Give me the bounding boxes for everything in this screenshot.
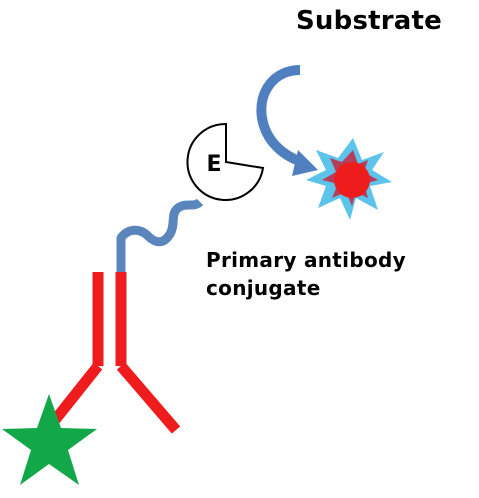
product-burst-icon bbox=[306, 138, 392, 220]
conjugate-label-line2: conjugate bbox=[206, 276, 321, 300]
substrate-label: Substrate bbox=[296, 6, 442, 36]
antigen-star-icon bbox=[2, 394, 97, 485]
reaction-arrow-icon bbox=[256, 65, 318, 176]
conjugate-label-line1: Primary antibody bbox=[206, 248, 406, 272]
antibody-icon bbox=[50, 272, 181, 434]
enzyme-pacman-icon: E bbox=[186, 122, 265, 201]
linker-chain bbox=[116, 198, 204, 272]
conjugate-label: Primary antibody conjugate bbox=[206, 246, 446, 302]
enzyme-letter: E bbox=[206, 152, 221, 177]
